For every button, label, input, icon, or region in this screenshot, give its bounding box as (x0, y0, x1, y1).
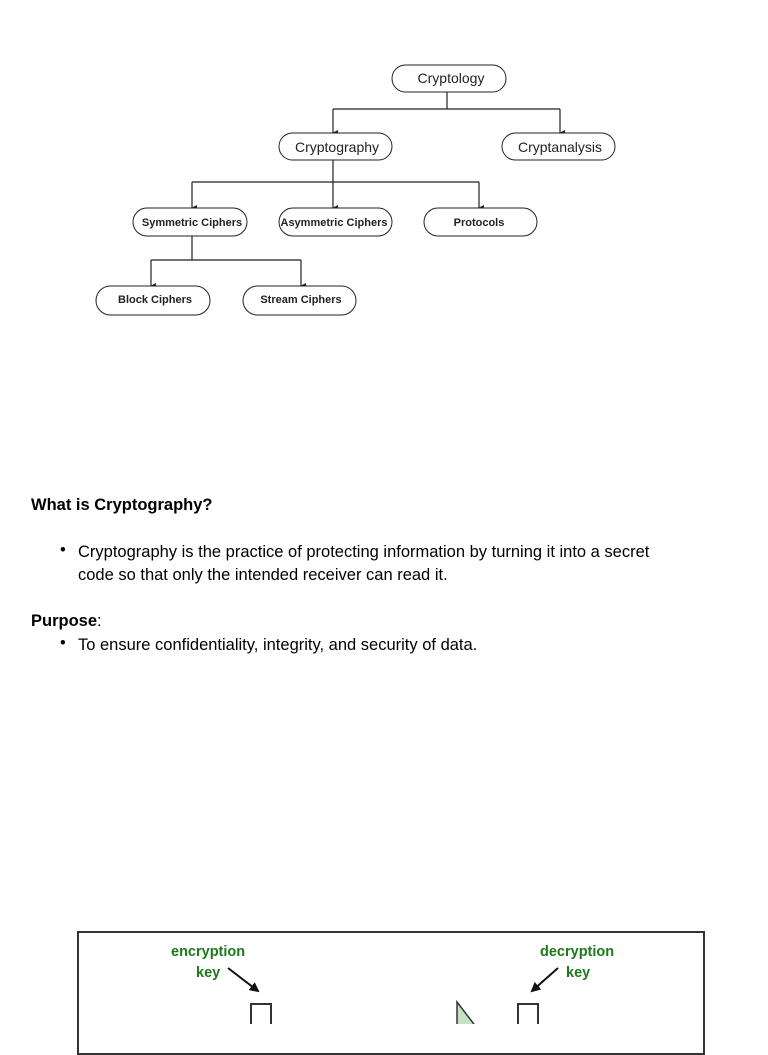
purpose-label: Purpose (31, 612, 98, 630)
decryption-key-box (517, 1003, 539, 1024)
node-label: Block Ciphers (118, 294, 192, 306)
node-label: Asymmetric Ciphers (281, 217, 388, 229)
node-stream-ciphers (242, 285, 357, 316)
bullet-text-line-2: code so that only the intended receiver … (78, 566, 448, 584)
node-label: Protocols (454, 217, 505, 229)
node-label: Symmetric Ciphers (142, 217, 242, 229)
node-label: Cryptanalysis (518, 139, 602, 155)
node-label: Cryptology (418, 70, 485, 86)
node-cryptology (391, 64, 507, 93)
encryption-key-label-2: key (196, 965, 221, 981)
decryption-key-label-2: key (566, 965, 591, 981)
decryption-key-arrow (530, 967, 559, 993)
bullet-dot: • (60, 541, 66, 559)
bullet-dot: • (60, 634, 66, 652)
connector-lines (150, 92, 565, 289)
node-symmetric-ciphers (132, 207, 248, 237)
node-label: Stream Ciphers (260, 294, 341, 306)
decryption-key-label: decryption (540, 944, 615, 960)
section-heading-what-is-cryptography: What is Cryptography? (31, 496, 213, 514)
shape-green-triangle (456, 999, 475, 1024)
purpose-heading: Purpose: (31, 610, 102, 633)
cryptology-hierarchy-diagram: Cryptology Cryptography Cryptanalysis Sy… (95, 64, 616, 316)
purpose-colon: : (97, 612, 102, 630)
node-asymmetric-ciphers (278, 207, 393, 237)
purpose-bullet-text: To ensure confidentiality, integrity, an… (78, 636, 478, 654)
node-protocols (423, 207, 538, 237)
node-cryptanalysis (501, 132, 616, 161)
cipher-diagram-graphics (227, 967, 559, 1024)
encryption-key-label: encryption (171, 944, 246, 960)
node-label: Cryptography (295, 139, 379, 155)
encryption-key-arrow (227, 967, 260, 993)
encryption-key-box (250, 1003, 272, 1024)
bullet-text-line-1: Cryptography is the practice of protecti… (78, 543, 650, 561)
node-block-ciphers (95, 285, 211, 316)
node-cryptography (278, 132, 393, 161)
